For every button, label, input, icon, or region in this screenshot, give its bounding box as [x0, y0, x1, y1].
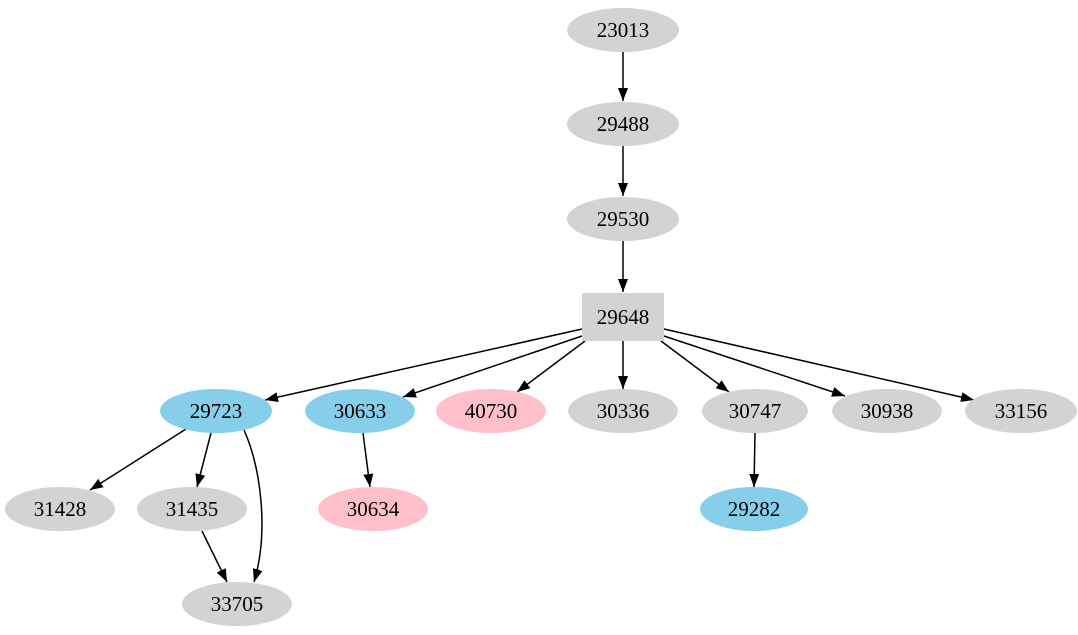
node-33705: 33705 — [182, 582, 292, 626]
edge-31435-33705 — [201, 530, 228, 583]
node-29530: 29530 — [567, 197, 679, 241]
node-23013: 23013 — [567, 8, 679, 52]
node-29648: 29648 — [582, 293, 664, 341]
node-29282-shape — [700, 487, 808, 531]
edge-29648-30747 — [660, 340, 730, 393]
node-31428-shape — [5, 487, 115, 531]
node-29723-shape — [160, 389, 272, 433]
node-29282: 29282 — [700, 487, 808, 531]
node-33705-shape — [182, 582, 292, 626]
node-30938-shape — [832, 389, 942, 433]
node-31428: 31428 — [5, 487, 115, 531]
node-30336: 30336 — [568, 389, 678, 433]
edge-29723-31435 — [195, 432, 212, 488]
node-33156-label: 33156 — [995, 399, 1048, 423]
node-30633: 30633 — [305, 389, 415, 433]
edge-29648-30938 — [663, 335, 846, 397]
node-30336-shape — [568, 389, 678, 433]
node-31435-shape — [137, 487, 247, 531]
edge-29648-30633 — [402, 335, 583, 398]
edge-29723-33705 — [243, 429, 263, 583]
node-29723-label: 29723 — [190, 399, 243, 423]
node-31428-label: 31428 — [34, 497, 87, 521]
node-29530-label: 29530 — [597, 207, 650, 231]
node-23013-label: 23013 — [597, 18, 650, 42]
node-40730-shape — [436, 389, 546, 433]
node-30634: 30634 — [318, 487, 428, 531]
node-30747-label: 30747 — [729, 399, 782, 423]
node-29648-shape — [582, 293, 664, 341]
node-30336-label: 30336 — [597, 399, 650, 423]
node-29488-label: 29488 — [597, 112, 650, 136]
node-29723: 29723 — [160, 389, 272, 433]
node-30747: 30747 — [702, 389, 808, 433]
node-29488: 29488 — [567, 102, 679, 146]
node-29488-shape — [567, 102, 679, 146]
edge-layer — [89, 52, 975, 583]
node-40730: 40730 — [436, 389, 546, 433]
edge-30747-29282 — [749, 432, 760, 488]
edge-29648-40730 — [516, 340, 586, 393]
edge-29648-29723 — [264, 328, 583, 403]
edge-29648-33156 — [663, 328, 975, 402]
node-30633-shape — [305, 389, 415, 433]
node-29530-shape — [567, 197, 679, 241]
node-40730-label: 40730 — [465, 399, 518, 423]
node-31435: 31435 — [137, 487, 247, 531]
node-29648-label: 29648 — [597, 305, 650, 329]
node-30633-label: 30633 — [334, 399, 387, 423]
edge-29723-31428 — [89, 428, 187, 491]
node-30938: 30938 — [832, 389, 942, 433]
node-33156-shape — [965, 389, 1077, 433]
node-layer: 23013 29488 29530 29648 29723 30633 — [5, 8, 1077, 626]
node-31435-label: 31435 — [166, 497, 219, 521]
node-30747-shape — [702, 389, 808, 433]
node-33156: 33156 — [965, 389, 1077, 433]
node-33705-label: 33705 — [211, 592, 264, 616]
node-30938-label: 30938 — [861, 399, 914, 423]
node-23013-shape — [567, 8, 679, 52]
node-30634-label: 30634 — [347, 497, 400, 521]
node-30634-shape — [318, 487, 428, 531]
node-29282-label: 29282 — [728, 497, 781, 521]
edge-30633-30634 — [362, 432, 374, 488]
